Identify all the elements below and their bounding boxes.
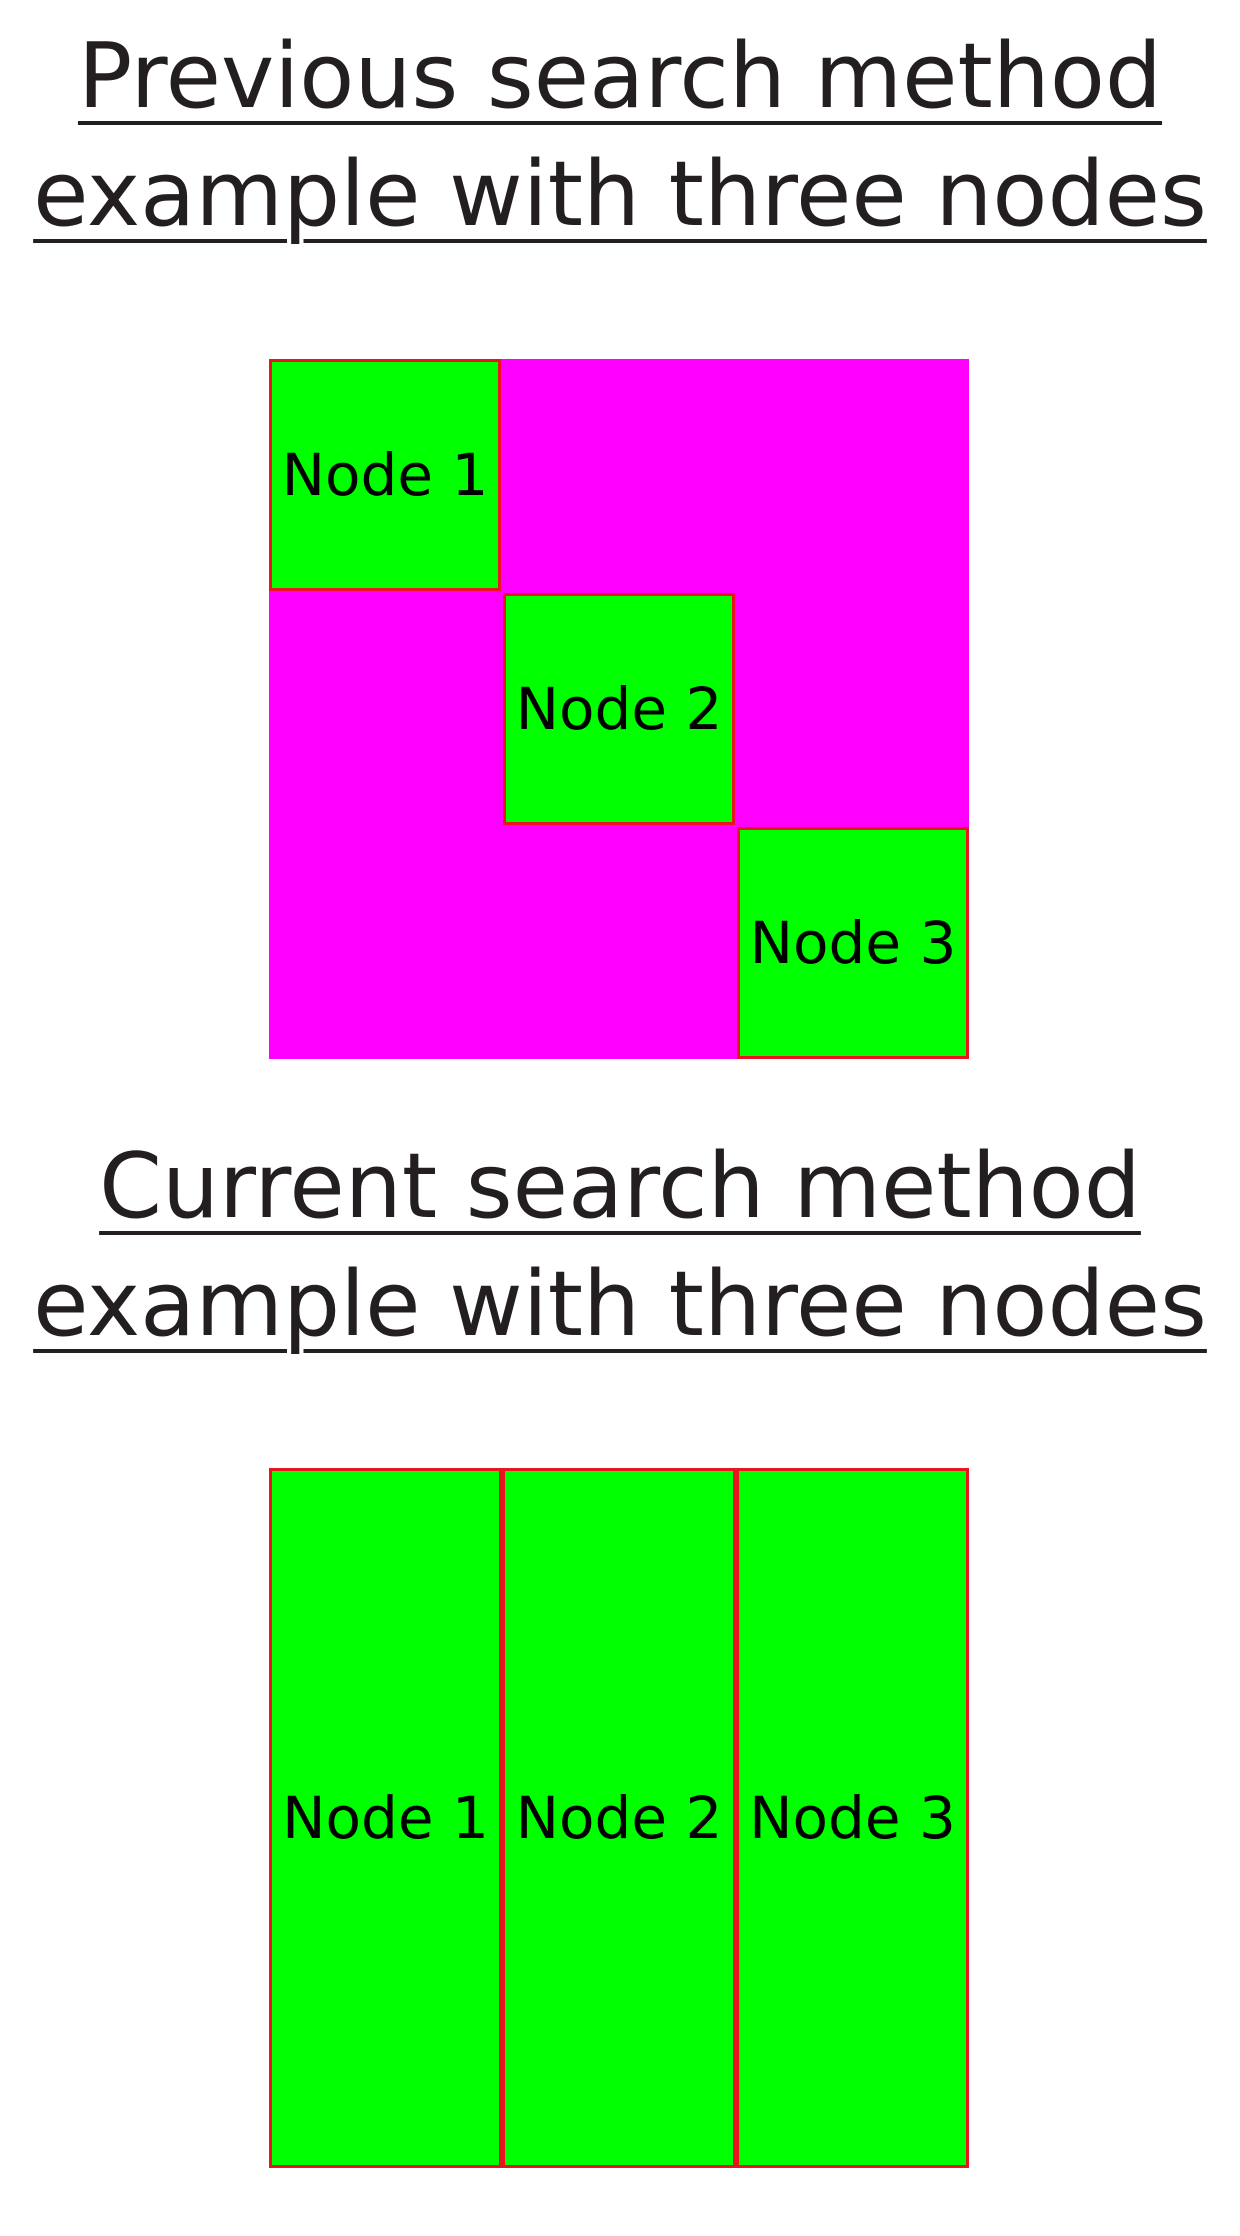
previous-method-diagram: Node 1 Node 2 Node 3: [269, 359, 969, 1059]
current-node-1: Node 1: [269, 1468, 502, 2168]
node-label: Node 1: [281, 441, 489, 509]
previous-node-3: Node 3: [737, 827, 969, 1059]
previous-node-1: Node 1: [269, 359, 501, 591]
current-node-2: Node 2: [502, 1468, 736, 2168]
current-method-diagram: Node 1 Node 2 Node 3: [269, 1468, 969, 2168]
previous-node-2: Node 2: [503, 593, 735, 825]
current-title-line2: example with three nodes: [33, 1252, 1207, 1357]
node-label: Node 3: [749, 1784, 956, 1852]
previous-method-title: Previous search method example with thre…: [0, 18, 1240, 254]
current-method-title: Current search method example with three…: [0, 1128, 1240, 1364]
current-title-line1: Current search method: [99, 1134, 1141, 1239]
node-label: Node 1: [282, 1784, 489, 1852]
node-label: Node 2: [515, 1784, 723, 1852]
current-node-3: Node 3: [736, 1468, 969, 2168]
previous-title-line2: example with three nodes: [33, 142, 1207, 247]
node-label: Node 2: [515, 675, 723, 743]
node-label: Node 3: [749, 909, 957, 977]
previous-title-line1: Previous search method: [77, 24, 1163, 129]
